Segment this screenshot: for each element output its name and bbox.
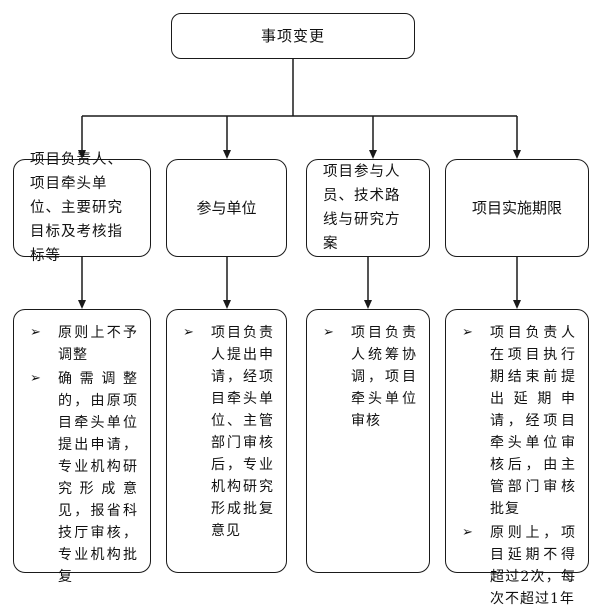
category-node-label: 参与单位 bbox=[196, 199, 257, 217]
detail-arrowhead-3 bbox=[364, 300, 372, 309]
connector-lines bbox=[78, 59, 521, 309]
detail-node-2: ➢ 项目负责人提出申请，经项目牵头单位、主管部门审核后，专业机构研究形成批复意见 bbox=[166, 309, 287, 573]
detail-list-item: ➢ 原则上，项目延期不得超过2次，每次不超过1年 bbox=[458, 522, 576, 610]
category-node-4: 项目实施期限 bbox=[445, 159, 589, 257]
root-node: 事项变更 bbox=[171, 13, 415, 59]
detail-node-4: ➢ 项目负责人在项目执行期结束前提出延期申请，经项目牵头单位审核后，由主管部门审… bbox=[445, 309, 589, 607]
detail-list: ➢ 项目负责人统筹协调，项目牵头单位审核 bbox=[319, 322, 417, 432]
detail-list-item: ➢ 原则上不予调整 bbox=[26, 322, 138, 366]
detail-text: 项目负责人统筹协调，项目牵头单位审核 bbox=[351, 325, 417, 429]
detail-text: 项目负责人提出申请，经项目牵头单位、主管部门审核后，专业机构研究形成批复意见 bbox=[211, 325, 274, 539]
detail-text: 确需调整的，由原项目牵头单位提出申请，专业机构研究形成意见，报省科技厅审核，专业… bbox=[58, 371, 138, 585]
detail-node-3: ➢ 项目负责人统筹协调，项目牵头单位审核 bbox=[306, 309, 430, 573]
detail-list-item: ➢ 确需调整的，由原项目牵头单位提出申请，专业机构研究形成意见，报省科技厅审核，… bbox=[26, 368, 138, 588]
arrowhead-3 bbox=[369, 150, 377, 159]
detail-arrowhead-1 bbox=[78, 300, 86, 309]
detail-list: ➢ 项目负责人提出申请，经项目牵头单位、主管部门审核后，专业机构研究形成批复意见 bbox=[179, 322, 274, 542]
root-node-label: 事项变更 bbox=[260, 27, 325, 45]
flowchart: 事项变更 项目负责人、项目牵头单位、主要研究目标及考核指标等 参与单位 项目参与… bbox=[13, 13, 589, 607]
detail-list-item: ➢ 项目负责人在项目执行期结束前提出延期申请，经项目牵头单位审核后，由主管部门审… bbox=[458, 322, 576, 520]
category-node-label: 项目实施期限 bbox=[471, 199, 562, 217]
detail-list: ➢ 原则上不予调整 ➢ 确需调整的，由原项目牵头单位提出申请，专业机构研究形成意… bbox=[26, 322, 138, 588]
category-node-3: 项目参与人员、技术路线与研究方案 bbox=[306, 159, 430, 257]
detail-text: 项目负责人在项目执行期结束前提出延期申请，经项目牵头单位审核后，由主管部门审核批… bbox=[490, 325, 576, 517]
bullet-arrow-icon: ➢ bbox=[30, 371, 42, 386]
bullet-arrow-icon: ➢ bbox=[462, 325, 474, 340]
arrowhead-2 bbox=[223, 150, 231, 159]
category-node-label: 项目参与人员、技术路线与研究方案 bbox=[323, 164, 401, 252]
detail-text: 原则上不予调整 bbox=[58, 325, 138, 363]
category-node-label: 项目负责人、项目牵头单位、主要研究目标及考核指标等 bbox=[30, 152, 123, 264]
bullet-arrow-icon: ➢ bbox=[30, 325, 42, 340]
detail-node-1: ➢ 原则上不予调整 ➢ 确需调整的，由原项目牵头单位提出申请，专业机构研究形成意… bbox=[13, 309, 151, 585]
category-node-2: 参与单位 bbox=[166, 159, 287, 257]
arrowhead-4 bbox=[513, 150, 521, 159]
detail-arrowhead-2 bbox=[223, 300, 231, 309]
detail-list-item: ➢ 项目负责人提出申请，经项目牵头单位、主管部门审核后，专业机构研究形成批复意见 bbox=[179, 322, 274, 542]
bullet-arrow-icon: ➢ bbox=[183, 325, 195, 340]
detail-list-item: ➢ 项目负责人统筹协调，项目牵头单位审核 bbox=[319, 322, 417, 432]
bullet-arrow-icon: ➢ bbox=[462, 525, 474, 540]
detail-arrowhead-4 bbox=[513, 300, 521, 309]
bullet-arrow-icon: ➢ bbox=[323, 325, 335, 340]
category-node-1: 项目负责人、项目牵头单位、主要研究目标及考核指标等 bbox=[13, 152, 151, 264]
detail-list: ➢ 项目负责人在项目执行期结束前提出延期申请，经项目牵头单位审核后，由主管部门审… bbox=[458, 322, 576, 610]
arrowhead-1 bbox=[78, 150, 86, 159]
detail-text: 原则上，项目延期不得超过2次，每次不超过1年 bbox=[490, 525, 576, 607]
